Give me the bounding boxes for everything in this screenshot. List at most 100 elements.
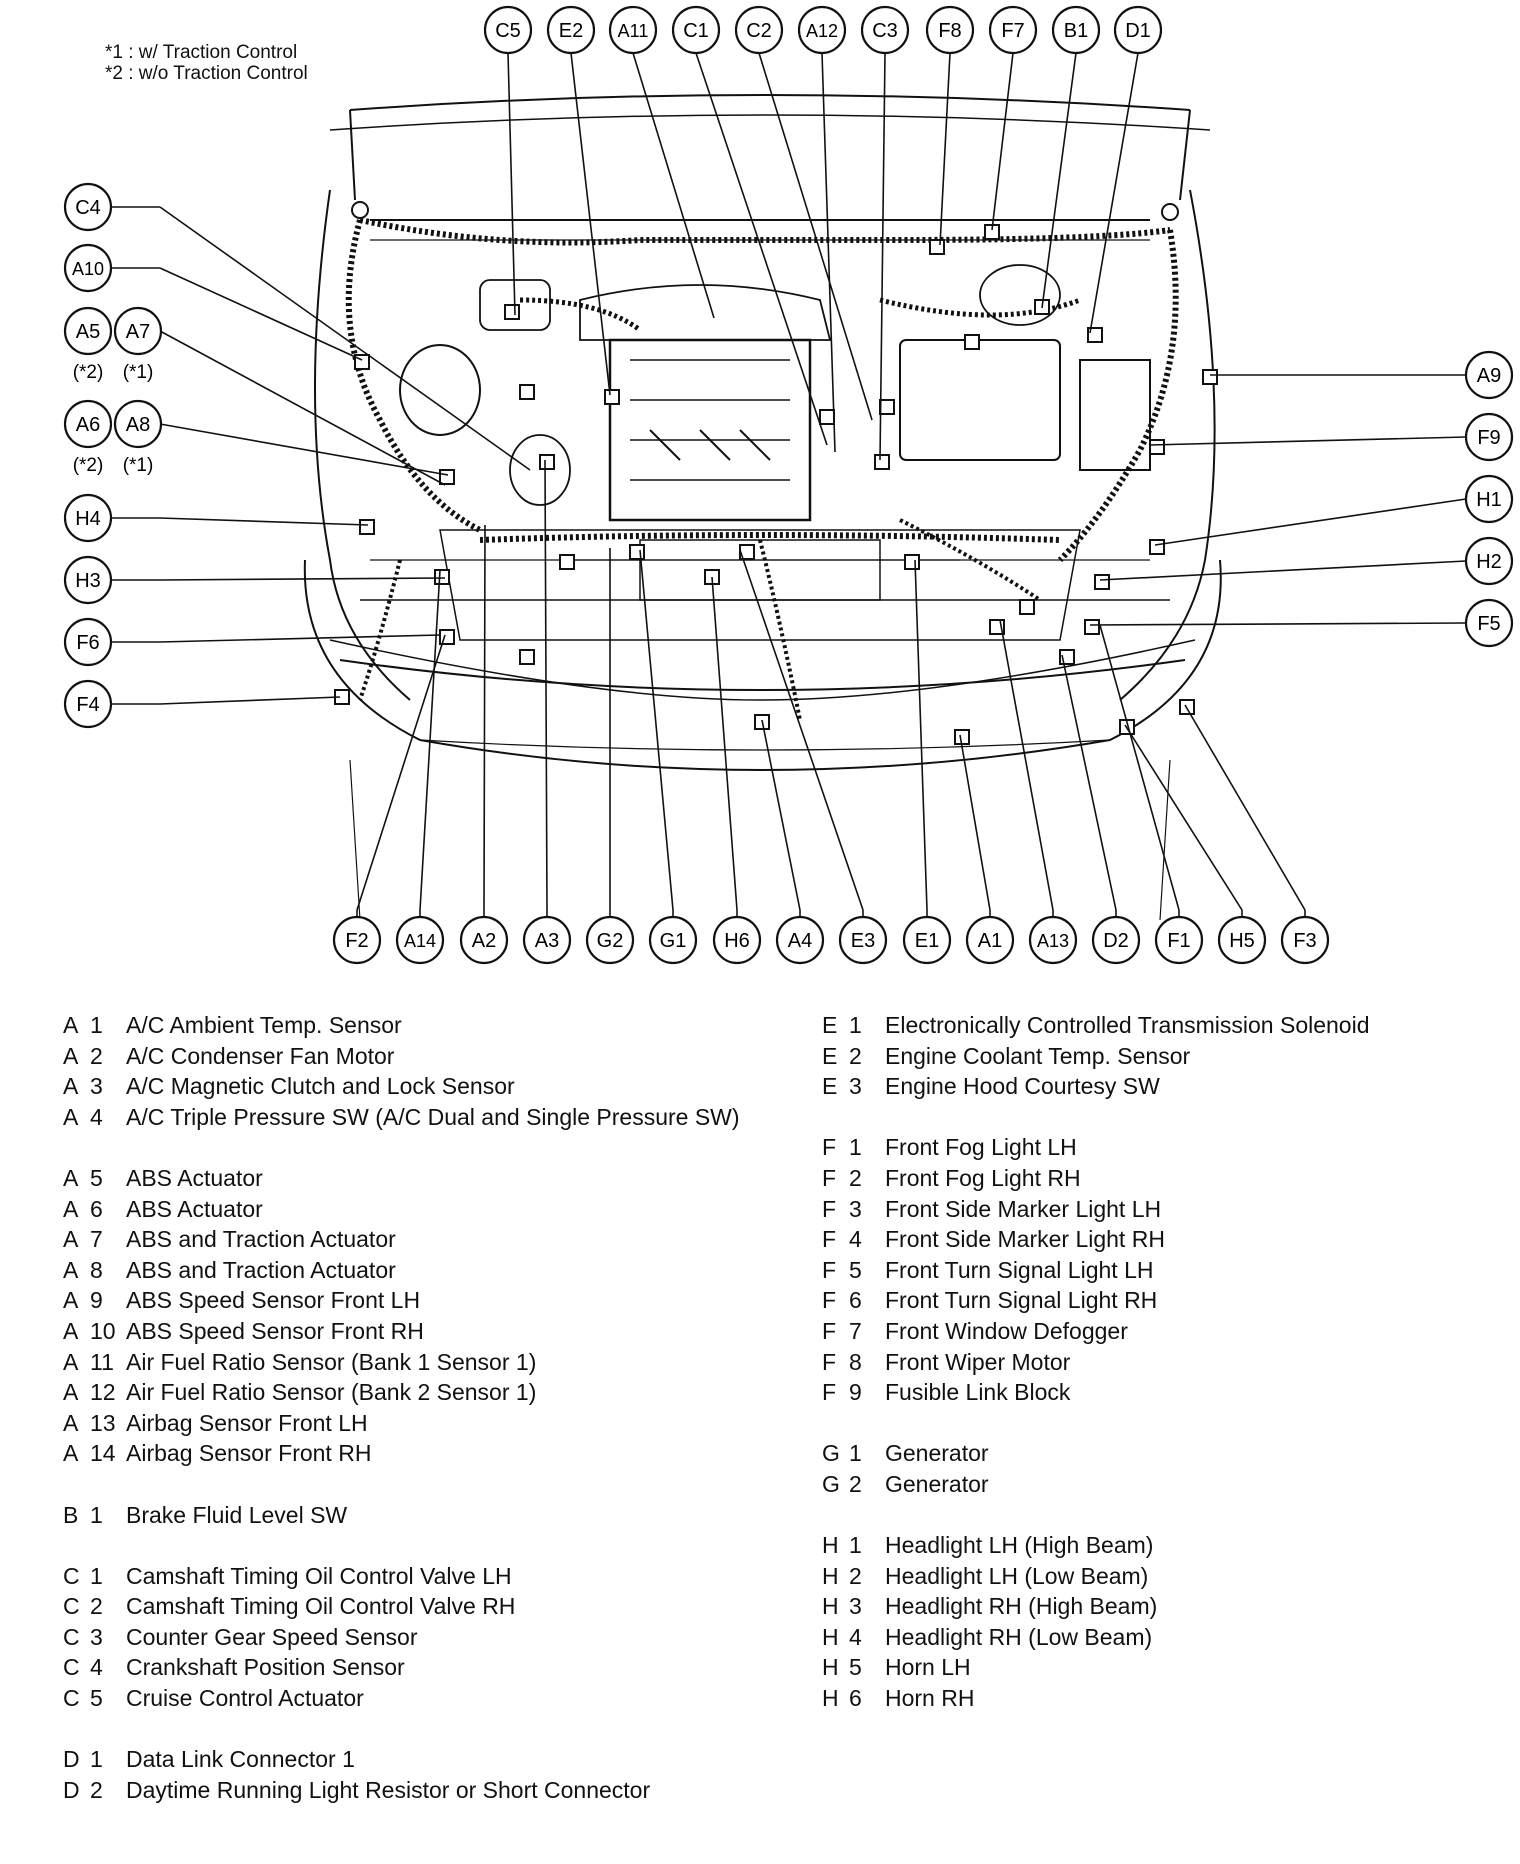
callout-label: F6 xyxy=(76,632,99,654)
legend-gap xyxy=(63,1469,783,1500)
note-no-traction-control: *2 : w/o Traction Control xyxy=(105,63,308,84)
legend-item: A 13 Airbag Sensor Front LH xyxy=(63,1408,783,1439)
legend-description: Front Fog Light LH xyxy=(885,1134,1077,1161)
legend-letter: H xyxy=(822,1532,839,1559)
legend-letter: H xyxy=(822,1593,839,1620)
callout-label: A1 xyxy=(978,930,1002,952)
legend-description: Electronically Controlled Transmission S… xyxy=(885,1012,1370,1038)
callout-d1: D1 xyxy=(1113,5,1163,55)
legend-description: Front Window Defogger xyxy=(885,1317,1128,1344)
callout-h6: H6 xyxy=(712,915,762,965)
legend-description: Front Turn Signal Light LH xyxy=(885,1256,1154,1283)
legend-letter: F xyxy=(822,1348,837,1375)
legend-description: A/C Magnetic Clutch and Lock Sensor xyxy=(126,1073,515,1100)
callout-f6: F6 xyxy=(63,617,113,667)
legend-description: Air Fuel Ratio Sensor (Bank 1 Sensor 1) xyxy=(126,1348,537,1375)
callout-circle xyxy=(395,915,445,965)
legend-description: Airbag Sensor Front LH xyxy=(126,1409,368,1436)
legend-description: Horn LH xyxy=(885,1654,971,1681)
legend-letter: A xyxy=(63,1317,79,1344)
callout-circle xyxy=(459,915,509,965)
legend-letter: E xyxy=(822,1042,838,1069)
legend-description: Headlight LH (Low Beam) xyxy=(885,1562,1149,1589)
legend-number: 4 xyxy=(90,1103,103,1130)
legend-letter: D xyxy=(63,1746,80,1773)
callout-circle xyxy=(775,915,825,965)
legend-description: Headlight RH (Low Beam) xyxy=(885,1623,1153,1650)
legend-letter: A xyxy=(63,1195,79,1222)
legend-letter: A xyxy=(63,1379,79,1406)
legend-number: 1 xyxy=(849,1440,862,1467)
callout-circle xyxy=(608,5,658,55)
legend-description: Air Fuel Ratio Sensor (Bank 2 Sensor 1) xyxy=(126,1379,537,1406)
callout-circle xyxy=(1464,598,1514,648)
callout-label: A4 xyxy=(788,930,812,952)
legend-letter: A xyxy=(63,1103,79,1130)
legend-description: ABS Actuator xyxy=(126,1195,263,1222)
legend-number: 5 xyxy=(90,1685,103,1712)
legend-letter: A xyxy=(63,1409,79,1436)
callout-circle xyxy=(1464,474,1514,524)
legend-number: 1 xyxy=(90,1012,103,1038)
callout-label: A7 xyxy=(126,321,150,343)
callout-leader-lines xyxy=(111,52,1467,917)
legend-number: 6 xyxy=(849,1685,862,1712)
callout-label: A12 xyxy=(806,21,838,41)
legend-letter: A xyxy=(63,1348,79,1375)
callout-circle xyxy=(734,5,784,55)
callout-f4: F4 xyxy=(63,679,113,729)
legend-number: 7 xyxy=(90,1226,103,1253)
callout-label: A10 xyxy=(72,259,104,279)
callout-label: F3 xyxy=(1293,930,1316,952)
callout-g1: G1 xyxy=(648,915,698,965)
callout-label: A5 xyxy=(76,321,100,343)
callout-circle xyxy=(1464,412,1514,462)
callout-f7: F7 xyxy=(988,5,1038,55)
legend-description: Counter Gear Speed Sensor xyxy=(126,1623,418,1650)
legend-number: 13 xyxy=(90,1409,116,1436)
legend-number: 1 xyxy=(90,1501,103,1528)
callout-label: A13 xyxy=(1037,931,1069,951)
callout-circle xyxy=(1154,915,1204,965)
legend-letter: E xyxy=(822,1073,838,1100)
callout-label: F4 xyxy=(76,694,99,716)
callout-h5: H5 xyxy=(1217,915,1267,965)
legend-letter: H xyxy=(822,1685,839,1712)
callout-label: F2 xyxy=(345,930,368,952)
callout-circle xyxy=(63,399,113,449)
legend-letter: A xyxy=(63,1042,79,1069)
callout-g2: G2 xyxy=(585,915,635,965)
callout-circle xyxy=(483,5,533,55)
legend-description: ABS and Traction Actuator xyxy=(126,1226,396,1253)
callout-label: F7 xyxy=(1001,20,1024,42)
callout-circle xyxy=(63,182,113,232)
legend-description: Daytime Running Light Resistor or Short … xyxy=(126,1776,651,1803)
callout-a14: A14 xyxy=(395,915,445,965)
legend-letter: A xyxy=(63,1440,79,1467)
callout-label: D1 xyxy=(1125,20,1151,42)
legend-number: 4 xyxy=(90,1654,103,1681)
legend-description: Engine Coolant Temp. Sensor xyxy=(885,1042,1191,1069)
legend-description: Front Fog Light RH xyxy=(885,1164,1081,1191)
legend-description: Headlight LH (High Beam) xyxy=(885,1532,1154,1559)
legend-description: A/C Ambient Temp. Sensor xyxy=(126,1012,402,1038)
legend-number: 2 xyxy=(90,1593,103,1620)
callout-label: F5 xyxy=(1477,613,1500,635)
legend-letter: C xyxy=(63,1654,80,1681)
